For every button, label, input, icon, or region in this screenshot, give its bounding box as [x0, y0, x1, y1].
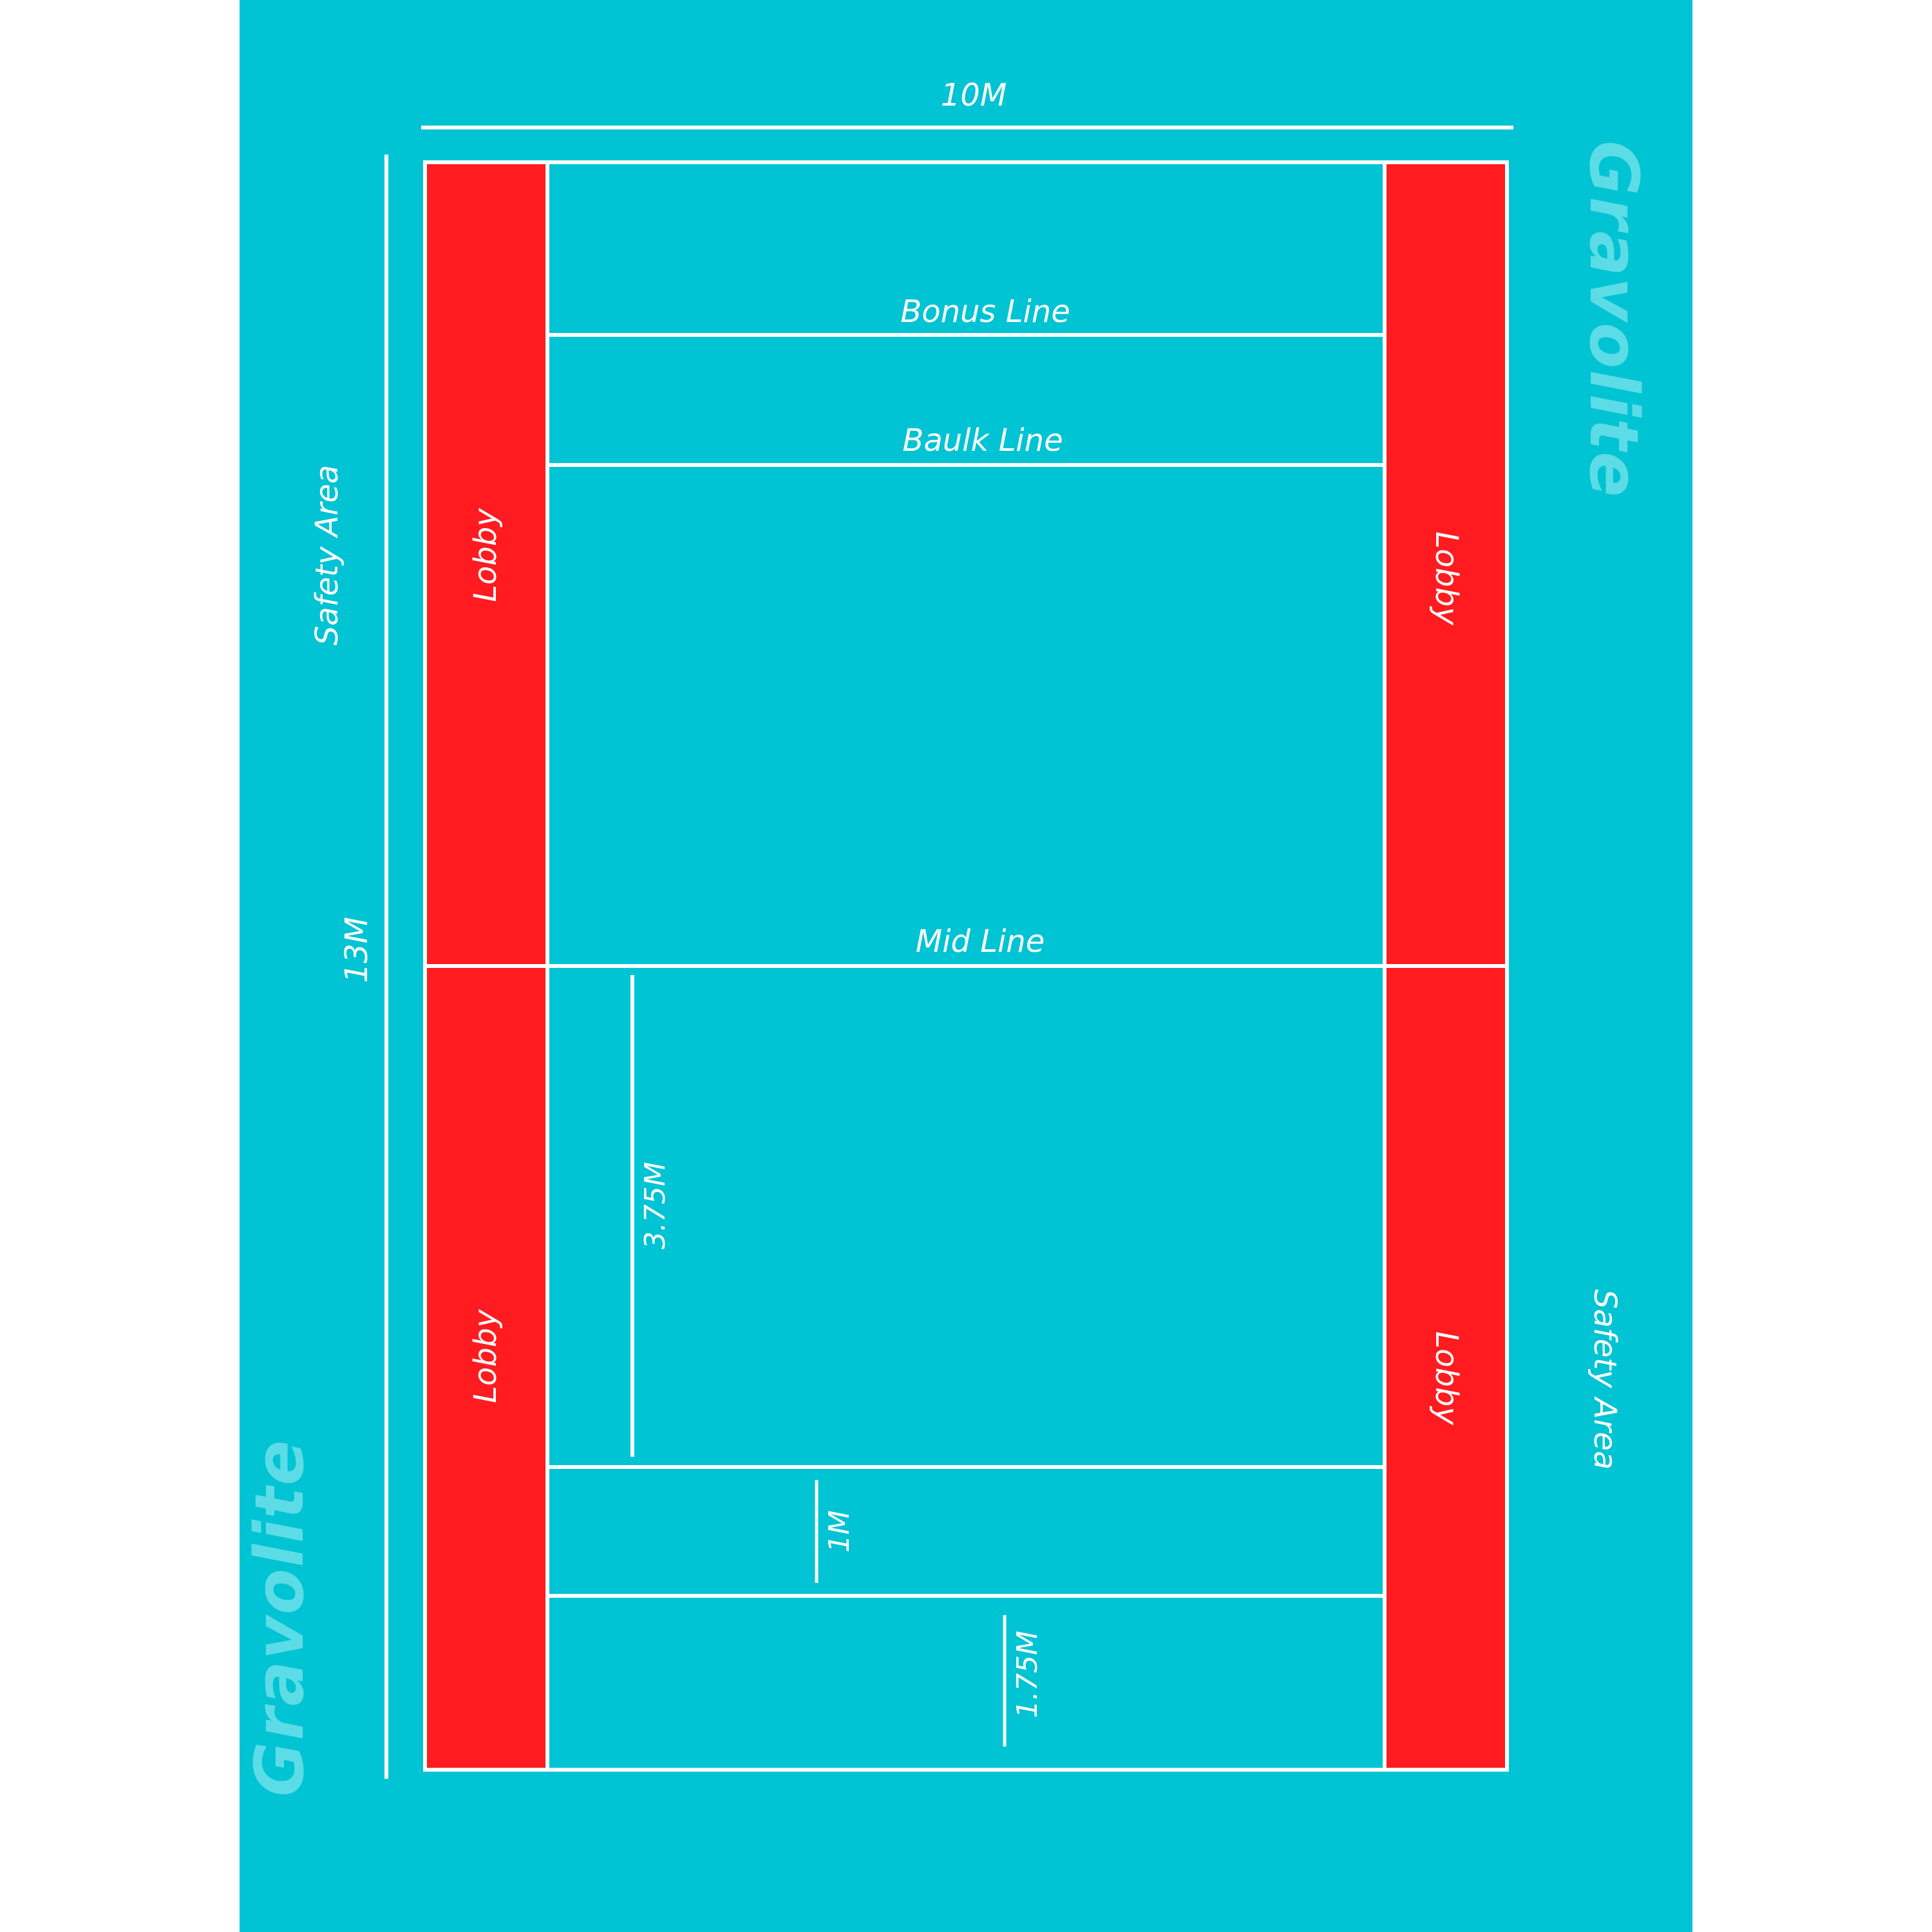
lobby-top-right: [1385, 162, 1507, 966]
width-label: 10M: [941, 77, 1007, 113]
length-label: 13M: [339, 917, 375, 983]
lobby-label-top-left: Lobby: [468, 508, 504, 602]
safety-area-label-right: Safety Area: [1587, 1289, 1623, 1470]
mid-line-label: Mid Line: [916, 923, 1045, 960]
baulk-line-label: Baulk Line: [902, 422, 1063, 459]
lobby-bottom-right: [1385, 966, 1507, 1770]
lobby-bottom-left: [425, 966, 547, 1770]
lobby-label-bottom-right: Lobby: [1428, 1331, 1464, 1425]
lobby-top-left: [425, 162, 547, 966]
bonus-line-label: Bonus Line: [900, 294, 1070, 330]
lobby-label-top-right: Lobby: [1428, 531, 1464, 625]
mid-to-baulk-label: 3.75M: [639, 1162, 672, 1249]
brand-logo-bottom-left: Gravolite: [240, 1439, 319, 1797]
bonus-to-end-label: 1.75M: [1011, 1631, 1044, 1718]
lobby-label-bottom-left: Lobby: [468, 1309, 504, 1403]
safety-area-label-left: Safety Area: [309, 465, 345, 645]
brand-logo-top-right: Gravolite: [1575, 140, 1653, 498]
baulk-to-bonus-label: 1M: [823, 1510, 856, 1553]
